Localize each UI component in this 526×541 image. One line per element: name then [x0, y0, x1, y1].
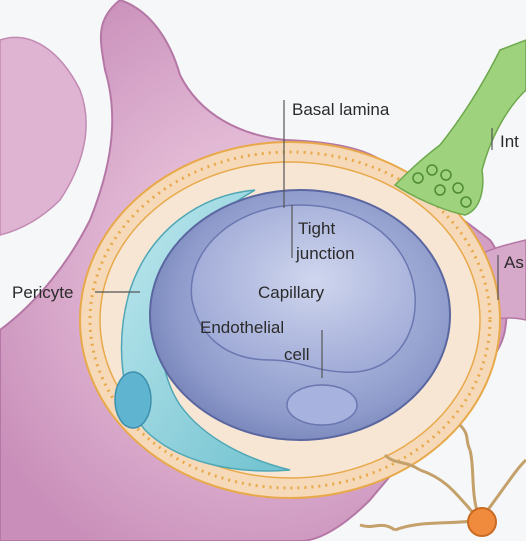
- astrocyte-upper-lobe: [0, 37, 86, 235]
- interneuron-label: Int: [500, 132, 519, 151]
- interneuron-process: [395, 40, 526, 215]
- tight-junction-label-line1: Tight: [298, 219, 335, 238]
- pericyte-label: Pericyte: [12, 283, 73, 302]
- neuron-body: [468, 508, 496, 536]
- tight-junction-label-line2: junction: [295, 244, 355, 263]
- capillary-label: Capillary: [258, 283, 325, 302]
- endothelial-label-line2: cell: [284, 345, 310, 364]
- astrocyte-label: As: [504, 253, 524, 272]
- pericyte-nucleus: [115, 372, 151, 428]
- endothelial-nucleus: [287, 385, 357, 425]
- basal-lamina-label: Basal lamina: [292, 100, 390, 119]
- endothelial-label-line1: Endothelial: [200, 318, 284, 337]
